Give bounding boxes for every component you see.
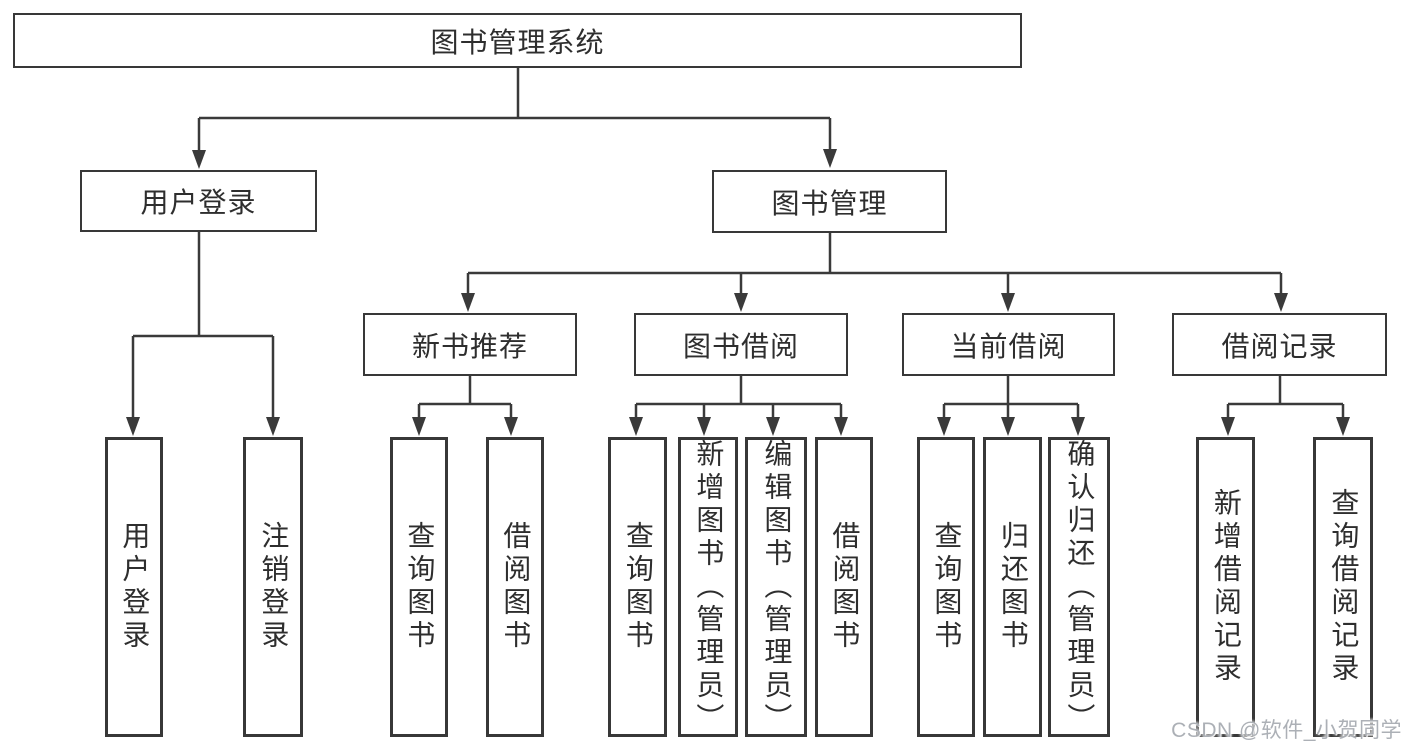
arrowhead-icon [766,417,780,436]
arrowheads [126,149,1350,436]
leaf-return-books: 归还图书 [983,437,1042,737]
leaf-query-borrow-record: 查询借阅记录 [1313,437,1373,737]
node-label: 图书管理 [771,187,888,219]
leaf-label: 归还图书 [997,521,1029,653]
arrowhead-icon [697,417,711,436]
leaf-label: 借阅图书 [500,521,532,653]
node-label: 新书推荐 [411,330,528,362]
leaf-query-books-2: 查询图书 [608,437,667,737]
arrowhead-icon [504,417,518,436]
node-book-management: 图书管理 [712,170,947,233]
leaf-label: 借阅图书 [829,521,861,653]
arrowhead-icon [1071,417,1085,436]
node-label: 用户登录 [140,187,257,218]
node-label: 图书借阅 [682,330,799,362]
arrowhead-icon [1001,417,1015,436]
leaf-add-borrow-record: 新增借阅记录 [1196,437,1255,737]
leaf-label: 新增借阅记录 [1210,488,1242,686]
leaf-label: 用户登录 [119,521,151,653]
node-current-borrow: 当前借阅 [902,313,1115,376]
connector-path [131,68,1345,424]
node-new-book-recommend: 新书推荐 [363,313,577,376]
leaf-borrow-books-1: 借阅图书 [486,437,544,737]
node-user-login: 用户登录 [80,170,317,232]
leaf-borrow-books-2: 借阅图书 [815,437,873,737]
arrowhead-icon [1274,293,1288,312]
leaf-label: 确认归还（管理员） [1064,438,1096,736]
leaf-label: 新增图书（管理员） [693,438,725,736]
arrowhead-icon [412,417,426,436]
arrowhead-icon [1001,293,1015,312]
node-label: 当前借阅 [950,330,1067,362]
arrowhead-icon [834,417,848,436]
arrowhead-icon [461,293,475,312]
arrowhead-icon [1221,417,1235,436]
arrowhead-icon [734,293,748,312]
node-borrow-record: 借阅记录 [1172,313,1387,376]
node-label: 借阅记录 [1221,330,1338,362]
leaf-user-login: 用户登录 [105,437,163,737]
arrowhead-icon [266,417,280,436]
leaf-label: 查询图书 [622,521,654,653]
leaf-edit-books-admin: 编辑图书（管理员） [745,437,807,737]
arrowhead-icon [937,417,951,436]
leaf-label: 查询图书 [404,521,436,653]
arrowhead-icon [629,417,643,436]
leaf-query-books-1: 查询图书 [390,437,448,737]
leaf-query-books-3: 查询图书 [917,437,975,737]
arrowhead-icon [1336,417,1350,436]
leaf-label: 注销登录 [258,521,290,653]
node-label: 图书管理系统 [430,26,605,58]
arrowhead-icon [823,149,837,168]
leaf-logout: 注销登录 [243,437,303,737]
watermark: CSDN @软件_小贺同学 [1171,719,1402,742]
node-book-borrow: 图书借阅 [634,313,848,376]
arrowhead-icon [192,150,206,169]
node-library-system: 图书管理系统 [13,13,1022,68]
leaf-confirm-return-admin: 确认归还（管理员） [1048,437,1110,737]
arrowhead-icon [126,417,140,436]
leaf-label: 查询借阅记录 [1328,488,1360,686]
leaf-add-books-admin: 新增图书（管理员） [678,437,738,737]
leaf-label: 查询图书 [931,521,963,653]
leaf-label: 编辑图书（管理员） [761,438,793,736]
